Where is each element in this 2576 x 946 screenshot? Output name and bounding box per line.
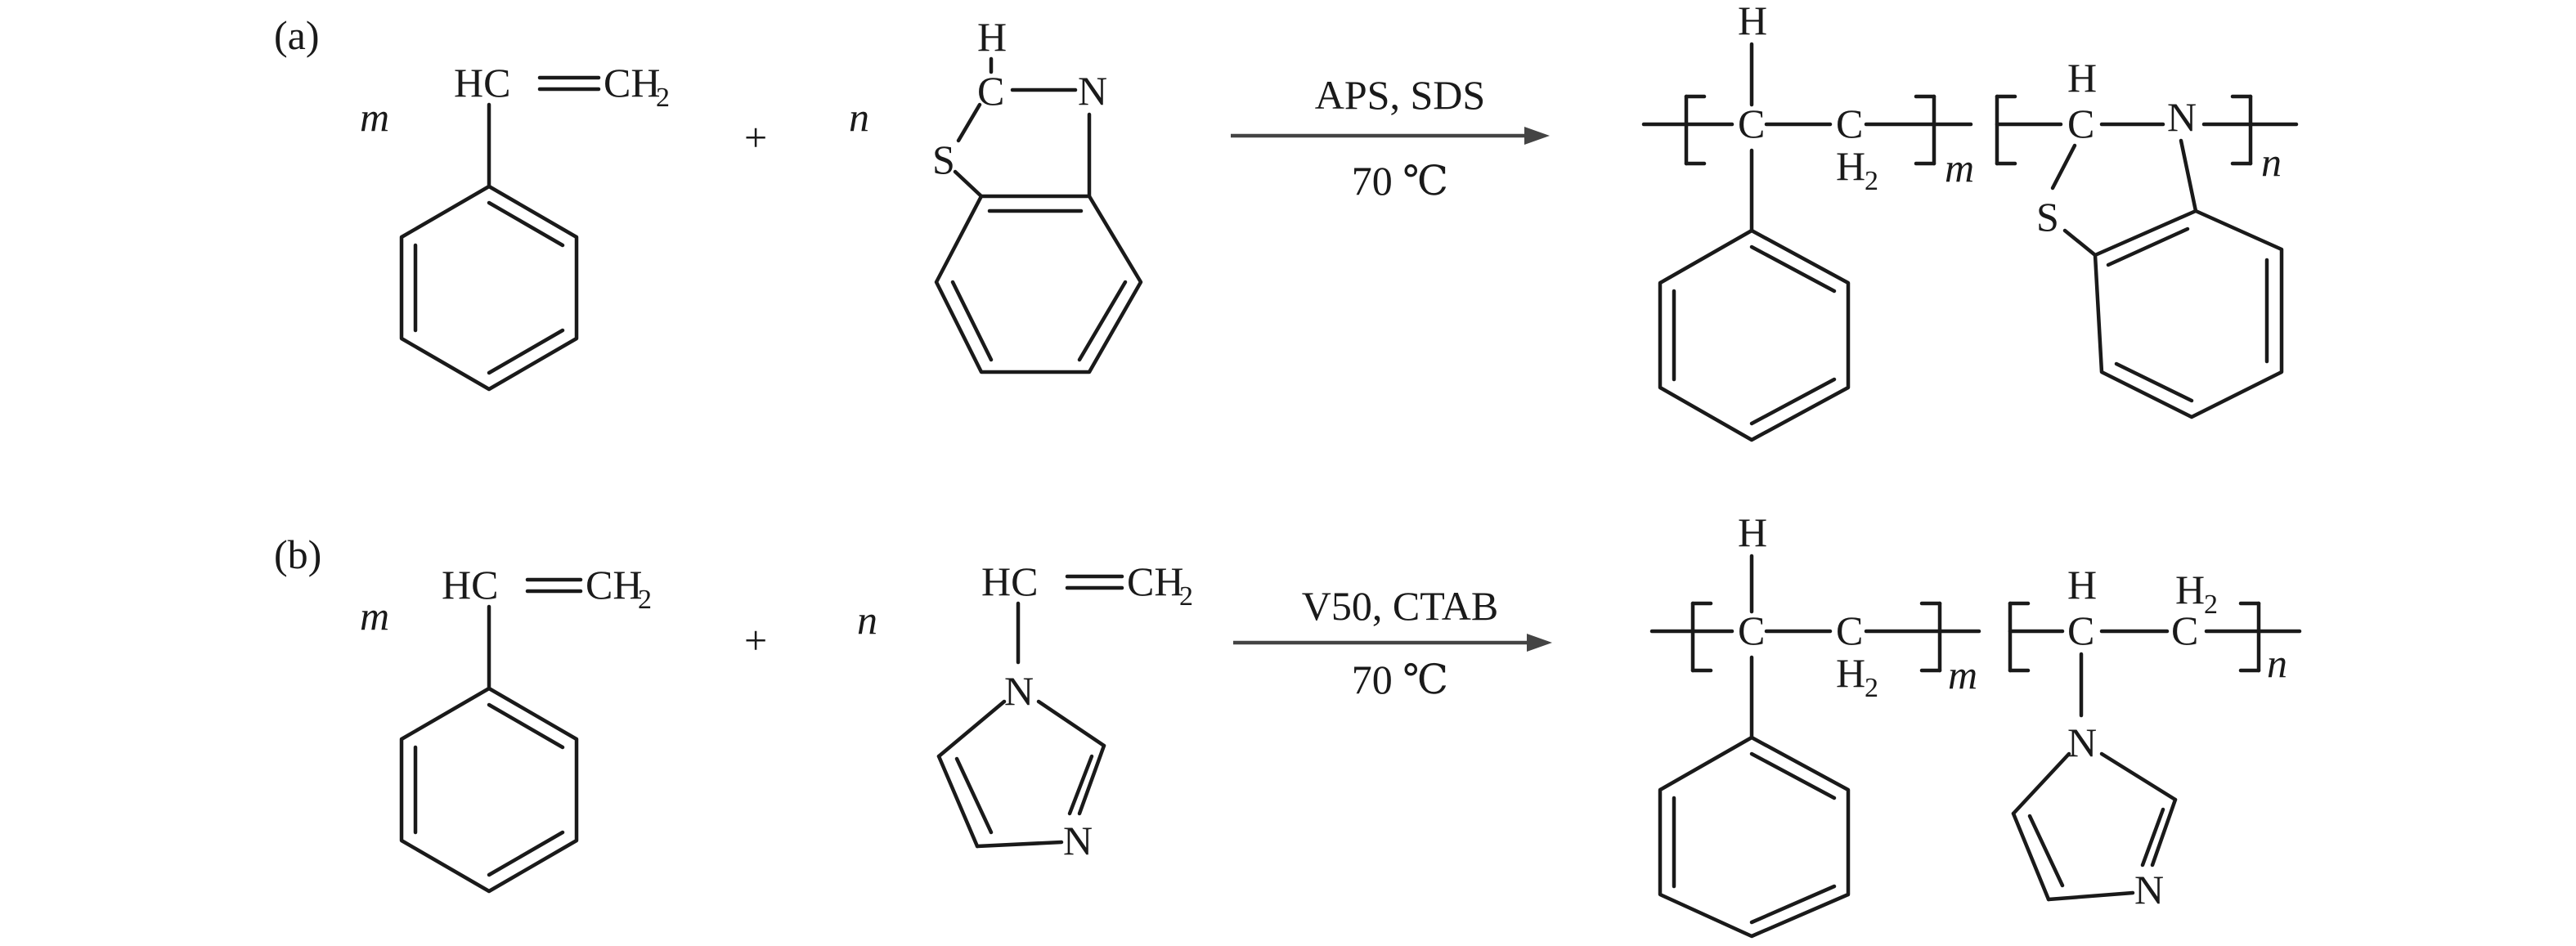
- styrene-sub-a: 2: [656, 83, 670, 113]
- vinylimidazole-n3: N: [1063, 818, 1093, 863]
- product-b-h: H: [2067, 562, 2097, 608]
- product-a-c1: C: [1738, 101, 1765, 146]
- product-a-m: m: [1945, 145, 1974, 191]
- reaction-arrow-a: APS, SDS 70 ℃: [1231, 72, 1550, 204]
- reaction-b: (b) m HC CH 2 + n HC CH 2 N: [274, 509, 2302, 939]
- panel-label-b: (b): [274, 531, 321, 577]
- coefficient-n-b: n: [857, 597, 877, 643]
- styrene-ch-a: CH: [604, 60, 660, 105]
- product-a-h2-sub: 2: [1865, 166, 1878, 196]
- product-b-m: m: [1948, 652, 1977, 697]
- vinylimidazole-sub: 2: [1179, 581, 1193, 612]
- styrene-sub-b: 2: [638, 585, 652, 615]
- vinylimidazole-ch: CH: [1127, 558, 1183, 604]
- styrene-hc-b: HC: [442, 562, 498, 608]
- vinylimidazole-hc: HC: [981, 558, 1038, 604]
- coefficient-m-a: m: [360, 94, 389, 140]
- product-b-h2: H: [1836, 650, 1865, 696]
- product-a-n: n: [2261, 139, 2282, 185]
- benzothiazole-a: n H C N S: [849, 14, 1143, 374]
- plus-sign-a: +: [744, 114, 767, 160]
- product-a-c2: C: [1836, 101, 1863, 146]
- temperature-a: 70 ℃: [1352, 158, 1448, 204]
- vinylimidazole-b: n HC CH 2 N N: [857, 558, 1193, 863]
- product-a-h-top: H: [1738, 0, 1767, 43]
- product-a: H C C H 2 m H C N S: [1641, 0, 2299, 442]
- product-a-h2: H: [1836, 143, 1865, 189]
- benzothiazole-s: S: [932, 137, 955, 182]
- benzothiazole-c: C: [977, 68, 1004, 114]
- benzothiazole-n: N: [1078, 68, 1107, 114]
- temperature-b: 70 ℃: [1352, 657, 1448, 702]
- product-b-n3: N: [2134, 867, 2164, 912]
- product-b-h2b: H: [2175, 567, 2205, 612]
- product-b-n1: N: [2067, 720, 2097, 765]
- product-a-h-ring: H: [2067, 55, 2097, 101]
- coefficient-m-b: m: [360, 593, 389, 639]
- product-b-h-top: H: [1738, 509, 1767, 555]
- product-a-n-ring: N: [2167, 94, 2197, 140]
- benzothiazole-h: H: [977, 14, 1007, 60]
- product-b-n: n: [2267, 640, 2287, 686]
- product-b-c3: C: [2067, 608, 2094, 653]
- reaction-arrow-b: V50, CTAB 70 ℃: [1233, 583, 1552, 702]
- coefficient-n-a: n: [849, 94, 869, 140]
- styrene-hc-a: HC: [454, 60, 510, 105]
- product-a-s-ring: S: [2036, 194, 2059, 240]
- vinylimidazole-n1: N: [1004, 668, 1034, 714]
- plus-sign-b: +: [744, 617, 767, 663]
- panel-label-a: (a): [274, 12, 320, 58]
- styrene-b: m HC CH 2: [360, 562, 652, 894]
- product-b-c1: C: [1738, 608, 1765, 653]
- product-b: H C C H 2 m H C H 2 C: [1649, 509, 2302, 939]
- product-b-c2: C: [1836, 608, 1863, 653]
- product-a-c-ring: C: [2067, 101, 2094, 146]
- reagents-b: V50, CTAB: [1302, 583, 1498, 629]
- product-b-c4: C: [2171, 608, 2198, 653]
- styrene-a: m HC CH 2: [360, 60, 670, 392]
- reagents-a: APS, SDS: [1315, 72, 1485, 118]
- styrene-ch-b: CH: [586, 562, 642, 608]
- product-b-h2b-sub: 2: [2204, 590, 2218, 620]
- product-b-h2-sub: 2: [1865, 673, 1878, 703]
- reaction-a: (a) m HC CH 2 + n H C N S: [274, 0, 2299, 442]
